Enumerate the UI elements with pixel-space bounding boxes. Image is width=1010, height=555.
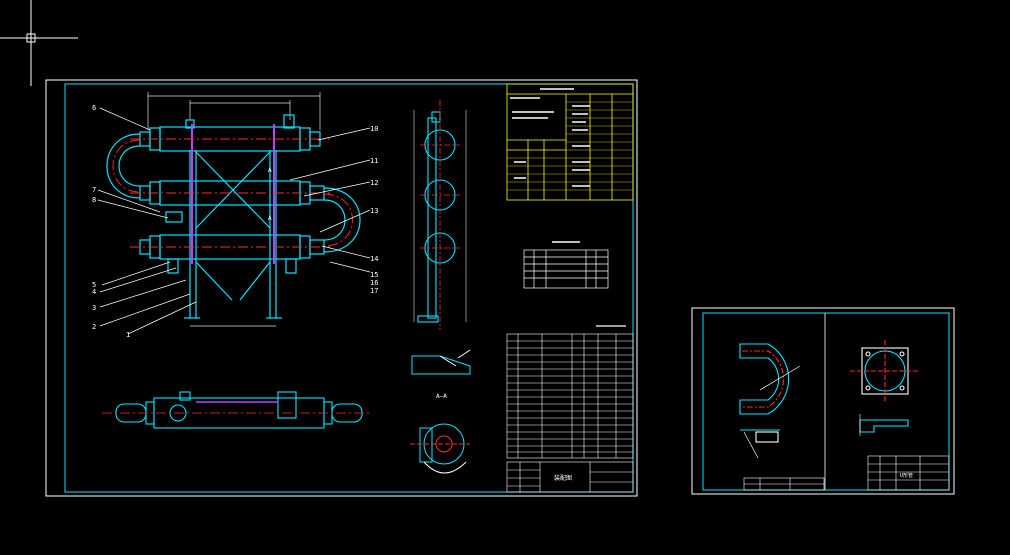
- leader-number: 15: [370, 271, 378, 279]
- section-mark: A: [268, 167, 272, 174]
- leader-number: 10: [370, 125, 378, 133]
- part-leader-numbers: 6 7 8 5 4 3 2 1 10 11 12 13 14 15 16 17: [92, 104, 378, 339]
- leader-number: 11: [370, 157, 378, 165]
- leader-number: 14: [370, 255, 378, 263]
- front-view-heat-exchanger: [106, 92, 361, 327]
- flange-detail: [850, 340, 920, 436]
- weld-detail-view: [411, 349, 471, 375]
- section-cut-marks: A A: [268, 167, 272, 222]
- part-leader-lines: [97, 107, 371, 335]
- leader-number: 12: [370, 179, 378, 187]
- technical-spec-table: [506, 83, 634, 201]
- leader-number: 5: [92, 281, 96, 289]
- plan-view: [102, 391, 370, 429]
- sheet-outer-border: [45, 79, 638, 497]
- detail-title-block: U形管: [743, 455, 950, 491]
- main-title-block: 装配图: [506, 461, 634, 493]
- title-block-drawing-name: 装配图: [554, 474, 572, 482]
- detail-sheet-outer-border: [691, 307, 955, 495]
- sheet-inner-border: [64, 83, 634, 493]
- side-view: [413, 100, 467, 330]
- leader-number: 7: [92, 186, 96, 194]
- tube-sheet-lines: [191, 124, 275, 264]
- leader-number: 2: [92, 323, 96, 331]
- bill-of-materials-table: [506, 325, 634, 459]
- main-drawing-sheet[interactable]: [45, 79, 638, 497]
- leader-number: 13: [370, 207, 378, 215]
- leader-number: 6: [92, 104, 96, 112]
- section-a-a-view: A—A: [410, 393, 470, 474]
- leader-number: 8: [92, 196, 96, 204]
- crosshair-cursor-icon: [0, 0, 78, 86]
- detail-drawing-sheet[interactable]: [691, 307, 955, 495]
- leader-number: 17: [370, 287, 378, 295]
- detail-sheet-label: U形管: [900, 472, 913, 479]
- detail-sheet-inner-border: [702, 312, 950, 491]
- leader-number: 4: [92, 288, 96, 296]
- leader-number: 16: [370, 279, 378, 287]
- section-mark: A: [268, 215, 272, 222]
- front-view-centerlines: [112, 138, 353, 248]
- leader-number: 3: [92, 304, 96, 312]
- nozzle-table: [523, 241, 609, 289]
- u-tube-detail: [739, 343, 801, 459]
- section-label: A—A: [436, 393, 447, 400]
- leader-number: 1: [126, 331, 130, 339]
- spec-table-text-marks: [510, 88, 590, 187]
